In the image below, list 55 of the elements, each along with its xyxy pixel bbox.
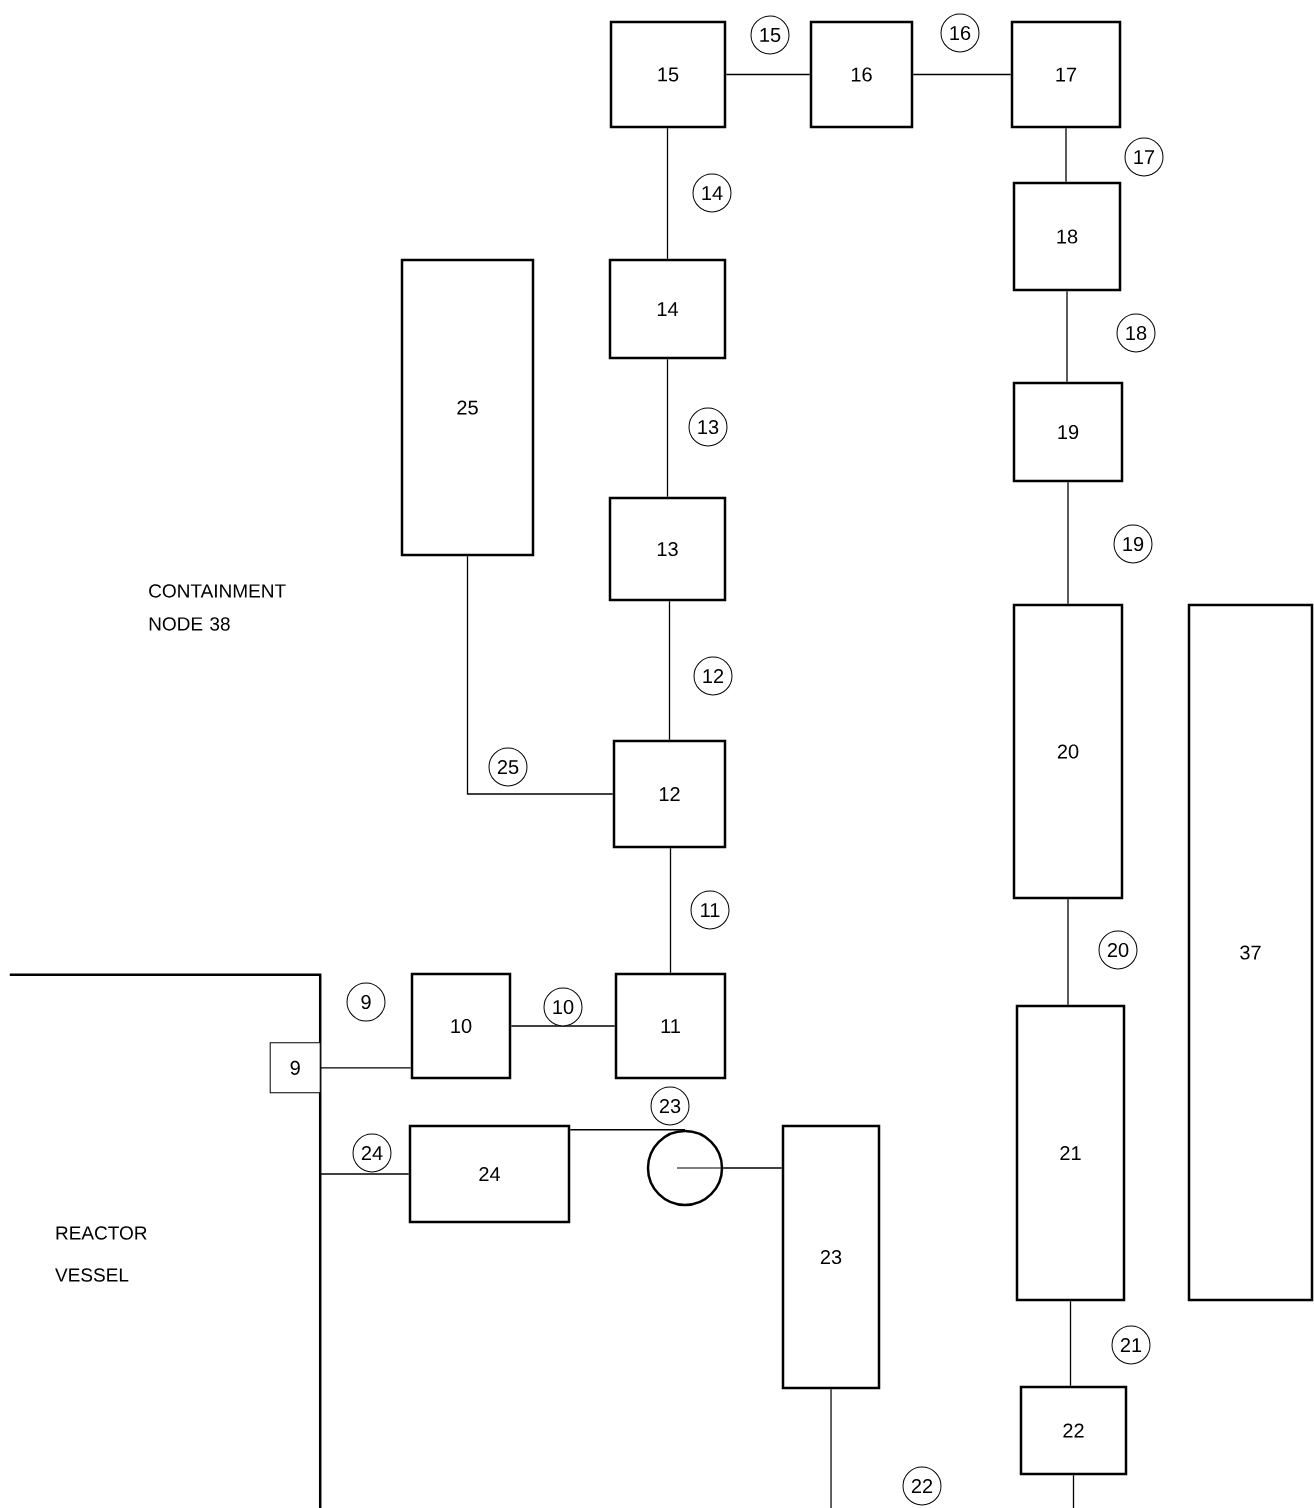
edge-label: 25 bbox=[488, 747, 528, 787]
edge-label: 20 bbox=[1098, 930, 1138, 970]
edge-label: 21 bbox=[1111, 1325, 1151, 1365]
connector-line bbox=[668, 600, 671, 741]
connector-line bbox=[666, 358, 669, 498]
edge-label: 10 bbox=[543, 987, 583, 1027]
connector-line bbox=[1069, 1300, 1072, 1387]
connector-line bbox=[319, 1173, 410, 1175]
connector-line bbox=[1065, 127, 1067, 183]
connector-line bbox=[722, 1167, 783, 1169]
node-box: 15 bbox=[609, 20, 727, 129]
node-box: 12 bbox=[612, 739, 727, 849]
connector-line bbox=[669, 847, 672, 974]
node-box: 14 bbox=[608, 258, 727, 360]
pump-symbol bbox=[646, 1129, 724, 1207]
edge-label: 11 bbox=[690, 890, 730, 930]
connector-line bbox=[1067, 481, 1069, 605]
connector-line bbox=[510, 1025, 616, 1027]
connector-line bbox=[1067, 898, 1069, 1006]
node-box: 19 bbox=[1012, 381, 1124, 483]
edge-label: 17 bbox=[1124, 137, 1164, 177]
edge-label: 22 bbox=[902, 1466, 942, 1506]
node-box: 13 bbox=[608, 496, 727, 602]
edge-label: 18 bbox=[1116, 313, 1156, 353]
connector-line bbox=[666, 127, 669, 260]
node-box: 23 bbox=[781, 1124, 881, 1390]
node-box: 17 bbox=[1010, 20, 1122, 129]
connector-line bbox=[1066, 290, 1068, 383]
connector-line bbox=[466, 555, 614, 795]
node-box: 16 bbox=[809, 20, 914, 129]
edge-label: 16 bbox=[940, 13, 980, 53]
node-box: 18 bbox=[1012, 181, 1122, 292]
region-label: CONTAINMENT NODE 38 bbox=[149, 584, 286, 631]
node-box: 24 bbox=[408, 1124, 571, 1224]
node-box: 22 bbox=[1019, 1385, 1128, 1476]
edge-label: 13 bbox=[688, 407, 728, 447]
edge-label: 9 bbox=[346, 982, 386, 1022]
connector-line bbox=[1072, 1474, 1075, 1508]
callout-number: 23 bbox=[650, 1086, 690, 1126]
connector-line bbox=[320, 1067, 412, 1069]
node-box: 25 bbox=[400, 258, 535, 557]
node-box: 11 bbox=[614, 972, 727, 1080]
node-box: 20 bbox=[1012, 603, 1124, 900]
edge-label: 12 bbox=[693, 656, 733, 696]
node-box: 10 bbox=[410, 972, 512, 1080]
node-box: 37 bbox=[1187, 603, 1314, 1302]
edge-label: 24 bbox=[352, 1133, 392, 1173]
edge-label: 14 bbox=[692, 173, 732, 213]
node-box: 9 bbox=[269, 1042, 321, 1094]
edge-label: 15 bbox=[750, 15, 790, 55]
connector-line bbox=[725, 73, 811, 76]
connector-line bbox=[830, 1388, 832, 1508]
connector-line bbox=[912, 73, 1012, 76]
node-box: 21 bbox=[1015, 1004, 1126, 1302]
edge-label: 19 bbox=[1113, 524, 1153, 564]
